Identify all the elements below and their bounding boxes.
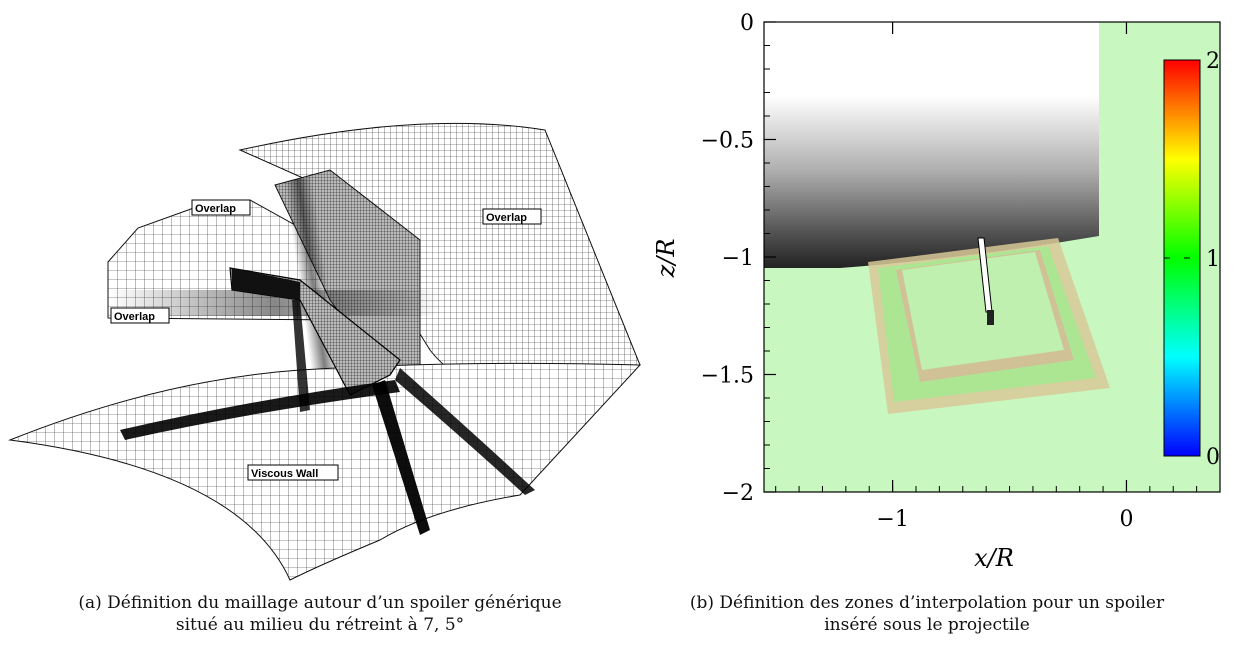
x-tick-label: −1 xyxy=(876,507,908,532)
overlap-label-3: Overlap xyxy=(110,307,170,324)
svg-text:Overlap: Overlap xyxy=(114,311,155,323)
caption-b-line2: inséré sous le projectile xyxy=(824,615,1030,635)
colorbar-ticks: 0 1 2 xyxy=(1164,49,1220,470)
y-tick-label: −1.5 xyxy=(701,364,754,389)
mesh-figure: Overlap Overlap Overlap Viscous Wall xyxy=(8,122,642,581)
x-axis-ticks: −1 0 xyxy=(775,22,1221,532)
y-tick-label: −2 xyxy=(722,481,754,506)
x-tick-label: 0 xyxy=(1119,507,1133,532)
x-axis-label: x/R xyxy=(974,544,1014,572)
overlap-label-2: Overlap xyxy=(482,208,542,225)
y-tick-label: −0.5 xyxy=(701,129,754,154)
colorbar-tick-label: 2 xyxy=(1206,49,1220,74)
caption-a-line1: (a) Définition du maillage autour d’un s… xyxy=(78,593,562,613)
svg-text:Overlap: Overlap xyxy=(486,212,527,224)
caption-a: (a) Définition du maillage autour d’un s… xyxy=(10,592,630,636)
y-tick-label: 0 xyxy=(740,11,754,36)
caption-a-line2: situé au milieu du rétreint à 7, 5° xyxy=(175,615,465,635)
y-axis-label: z/R xyxy=(652,239,680,279)
overlap-label-1: Overlap xyxy=(191,199,251,216)
colorbar-tick-label: 1 xyxy=(1206,247,1220,272)
y-tick-label: −1 xyxy=(722,246,754,271)
svg-text:Viscous Wall: Viscous Wall xyxy=(251,468,318,480)
caption-b: (b) Définition des zones d’interpolation… xyxy=(624,592,1230,636)
caption-b-line1: (b) Définition des zones d’interpolation… xyxy=(689,593,1165,613)
projectile-body xyxy=(764,22,1099,268)
y-axis-ticks: 0 −0.5 −1 −1.5 −2 xyxy=(701,11,776,506)
interpolation-zone-inner xyxy=(902,252,1064,370)
viscous-wall-label: Viscous Wall xyxy=(247,464,339,481)
svg-text:Overlap: Overlap xyxy=(195,203,236,215)
colorbar-tick-label: 0 xyxy=(1206,445,1220,470)
spoiler-tip xyxy=(987,310,994,325)
interpolation-chart: −1 0 0 −0.5 −1 −1.5 −2 x/R z/R 0 1 2 xyxy=(652,11,1221,572)
